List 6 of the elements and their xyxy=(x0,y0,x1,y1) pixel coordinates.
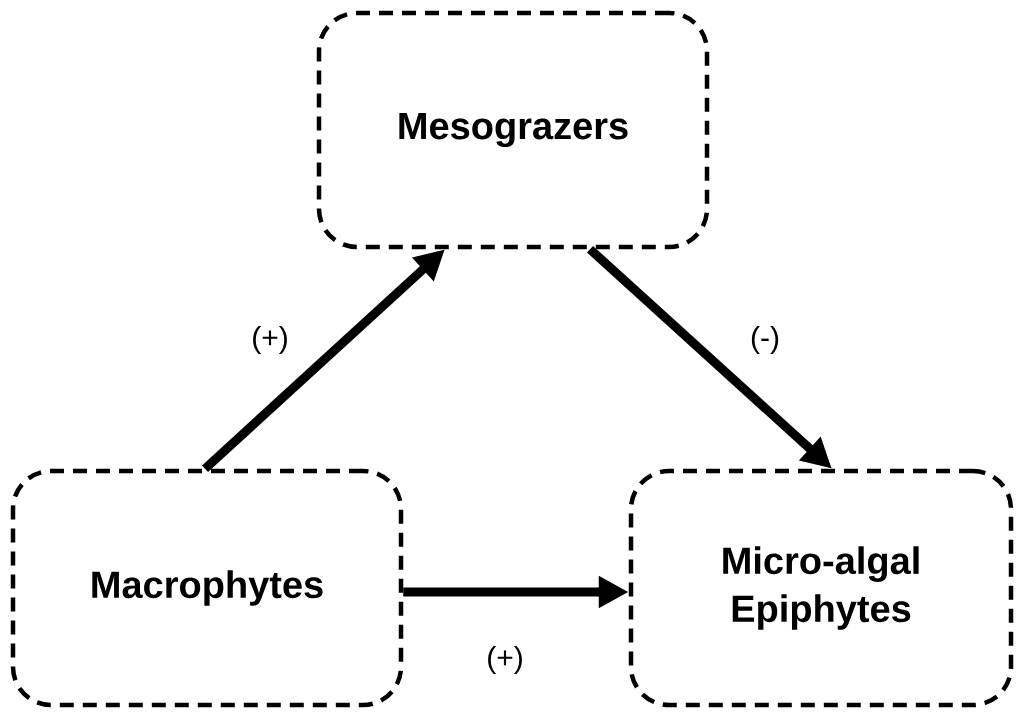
box: Macrophytes xyxy=(10,468,404,708)
edge-label: (+) xyxy=(488,646,522,674)
edge-label: (-) xyxy=(751,326,779,354)
edge-label: (+) xyxy=(253,326,287,354)
box: Micro-algal Epiphytes xyxy=(628,468,1014,708)
box: Mesograzers xyxy=(316,10,710,250)
